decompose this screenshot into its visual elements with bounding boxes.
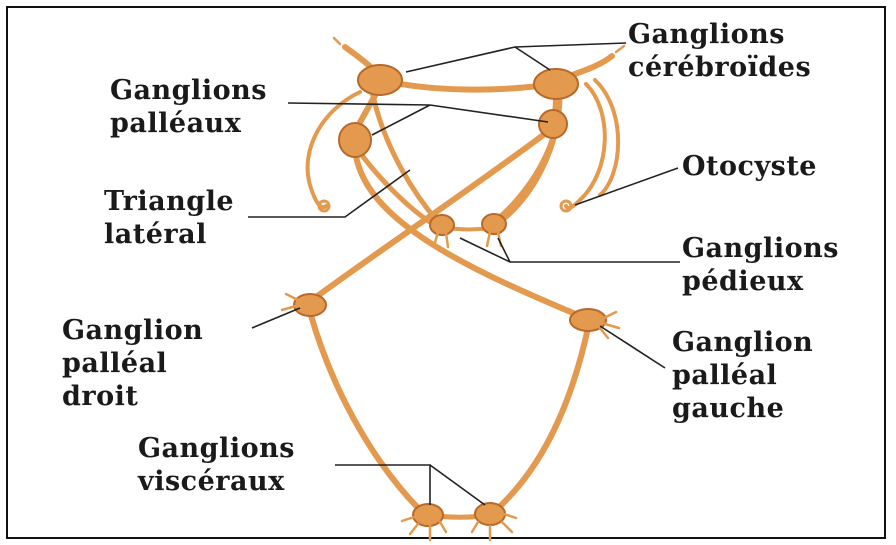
- label-ganglions-palleaux: Ganglions palléaux: [110, 74, 267, 140]
- right-visceral-cord: [496, 328, 588, 510]
- leader-palleal-gauche: [600, 326, 665, 368]
- right-otocyst-loop: [566, 84, 605, 208]
- ganglia: [294, 65, 606, 526]
- right-palleal-ganglion: [294, 294, 326, 316]
- leader-cerebroides-2: [515, 47, 550, 70]
- left-pleural-ganglion: [339, 123, 371, 157]
- left-visceral-cord: [310, 312, 422, 512]
- leader-palleal-droit: [252, 308, 300, 328]
- leader-pedieux: [460, 238, 680, 262]
- label-otocyste: Otocyste: [682, 150, 817, 183]
- cerebral-commissure: [382, 80, 553, 90]
- label-ganglions-pedieux: Ganglions pédieux: [682, 232, 839, 298]
- label-ganglions-cerebroides: Ganglions cérébroïdes: [628, 18, 811, 84]
- right-pleural-ganglion: [539, 110, 567, 138]
- label-triangle-lateral: Triangle latéral: [104, 185, 234, 251]
- right-pedal-ganglion: [482, 214, 506, 234]
- label-ganglion-palleal-droit: Ganglion palléal droit: [62, 314, 203, 413]
- right-cerebral-ganglion: [534, 69, 578, 99]
- nerve-cords: [308, 47, 619, 517]
- cross-connective-to-left: [355, 148, 585, 318]
- left-pedal-ganglion: [430, 215, 454, 235]
- label-ganglions-visceraux: Ganglions viscéraux: [138, 432, 295, 498]
- leader-visceraux-2: [430, 465, 485, 505]
- left-cerebral-ganglion: [358, 65, 402, 95]
- leader-palleaux-2: [430, 105, 548, 122]
- leader-visceraux: [335, 465, 430, 505]
- nerve-branches: [282, 38, 624, 540]
- left-visceral-ganglion: [413, 504, 443, 526]
- right-visceral-ganglion: [475, 503, 505, 525]
- label-ganglion-palleal-gauche: Ganglion palléal gauche: [672, 326, 813, 425]
